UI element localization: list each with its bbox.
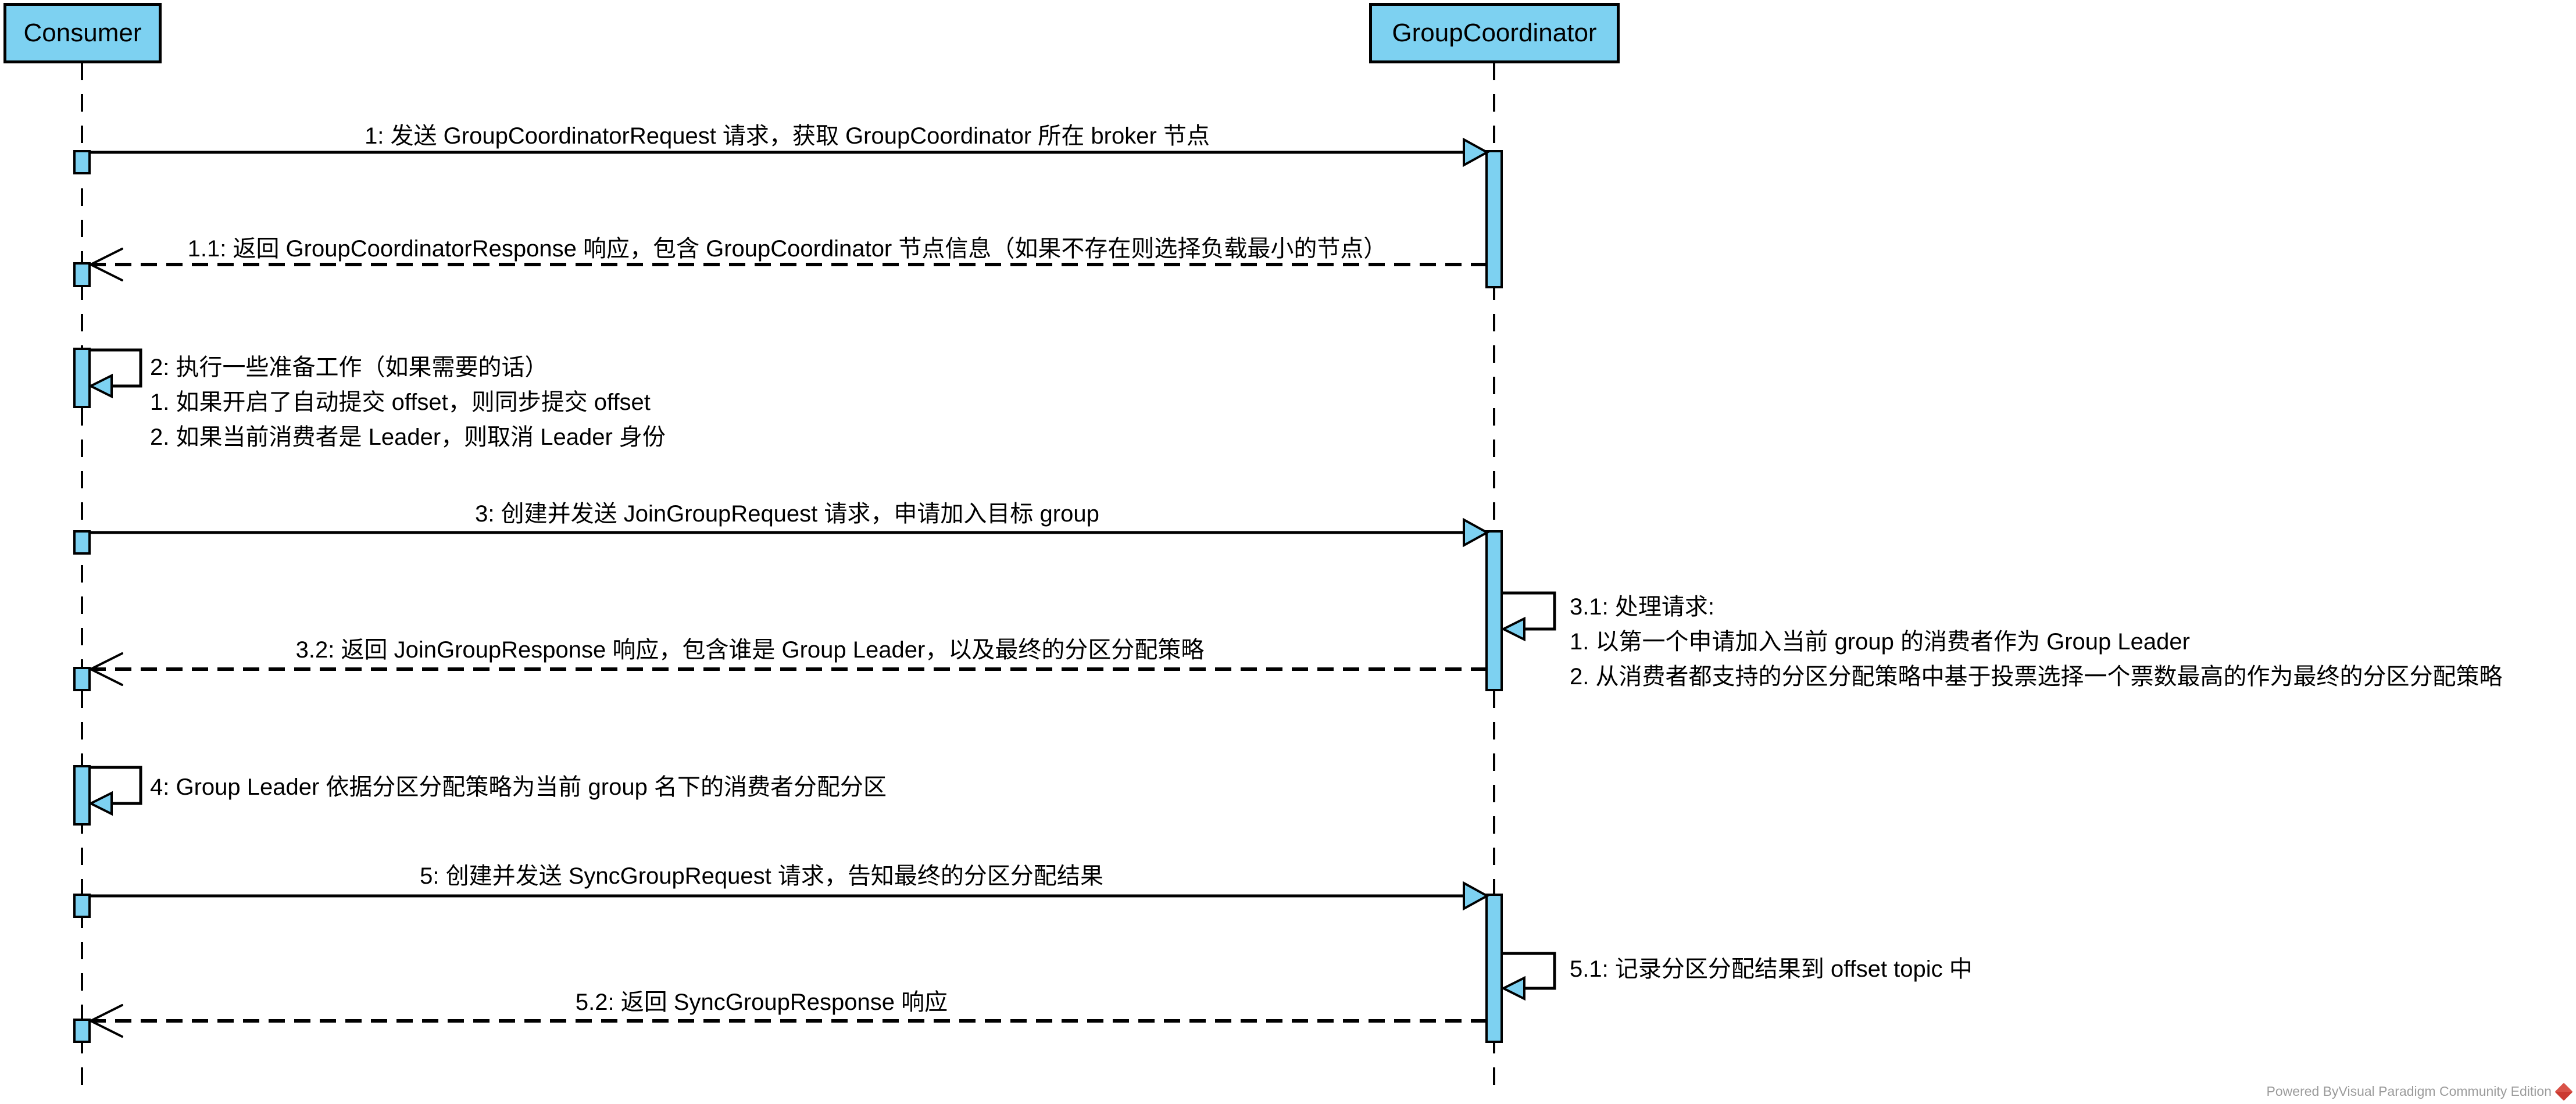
- activation-bar: [1485, 150, 1503, 288]
- message-1-label: 1: 发送 GroupCoordinatorRequest 请求，获取 Grou…: [365, 123, 1210, 149]
- message-2-line-3: 2. 如果当前消费者是 Leader，则取消 Leader 身份: [150, 424, 666, 450]
- message-3-1-line-3: 2. 从消费者都支持的分区分配策略中基于投票选择一个票数最高的作为最终的分区分配…: [1570, 664, 2503, 689]
- watermark-text: Powered ByVisual Paradigm Community Edit…: [2266, 1084, 2552, 1099]
- message-4-label: 4: Group Leader 依据分区分配策略为当前 group 名下的消费者…: [150, 774, 887, 800]
- activation-bar: [1485, 530, 1503, 691]
- message-2-self-loop: [90, 348, 142, 388]
- message-2-line-2: 1. 如果开启了自动提交 offset，则同步提交 offset: [150, 390, 651, 415]
- open-arrowhead-icon: [88, 1004, 123, 1038]
- message-3-1-line-2: 1. 以第一个申请加入当前 group 的消费者作为 Group Leader: [1570, 629, 2190, 655]
- message-5-label: 5: 创建并发送 SyncGroupRequest 请求，告知最终的分区分配结果: [420, 863, 1103, 889]
- activation-bar: [73, 150, 91, 174]
- actor-groupcoordinator: GroupCoordinator: [1369, 3, 1620, 63]
- message-2-label: 2: 执行一些准备工作（如果需要的话） 1. 如果开启了自动提交 offset，…: [150, 350, 666, 455]
- activation-bar: [73, 530, 91, 555]
- self-arrowhead-icon: [1500, 616, 1525, 642]
- self-arrowhead-icon: [1500, 976, 1525, 1001]
- activation-bar: [73, 765, 91, 826]
- message-4-self-loop: [90, 766, 142, 805]
- self-arrowhead-icon: [88, 791, 113, 816]
- solid-arrowhead-icon: [1463, 881, 1490, 911]
- activation-bar: [73, 1019, 91, 1043]
- watermark: Powered ByVisual Paradigm Community Edit…: [2266, 1082, 2573, 1101]
- activation-bar: [73, 262, 91, 287]
- open-arrowhead-icon: [88, 652, 123, 686]
- activation-bar: [1485, 894, 1503, 1043]
- solid-arrowhead-icon: [1463, 517, 1490, 548]
- message-2-line-1: 2: 执行一些准备工作（如果需要的话）: [150, 355, 548, 380]
- visual-paradigm-logo-icon: [2554, 1082, 2573, 1101]
- activation-bar: [73, 894, 91, 918]
- message-5-1-label: 5.1: 记录分区分配结果到 offset topic 中: [1570, 956, 1973, 982]
- message-3-2-label: 3.2: 返回 JoinGroupResponse 响应，包含谁是 Group …: [295, 637, 1205, 663]
- message-3-label: 3: 创建并发送 JoinGroupRequest 请求，申请加入目标 grou…: [475, 501, 1099, 527]
- open-arrowhead-icon: [88, 248, 123, 281]
- actor-groupcoordinator-label: GroupCoordinator: [1392, 19, 1597, 47]
- activation-bar: [73, 667, 91, 691]
- message-5-2-label: 5.2: 返回 SyncGroupResponse 响应: [575, 989, 948, 1015]
- actor-consumer: Consumer: [3, 3, 162, 63]
- actor-consumer-label: Consumer: [23, 19, 142, 47]
- message-3-1-line-1: 3.1: 处理请求:: [1570, 594, 1714, 620]
- self-arrowhead-icon: [88, 373, 113, 399]
- message-1-1-label: 1.1: 返回 GroupCoordinatorResponse 响应，包含 G…: [187, 236, 1387, 262]
- activation-bar: [73, 348, 91, 408]
- message-3-1-self-loop: [1503, 591, 1556, 631]
- message-3-1-label: 3.1: 处理请求: 1. 以第一个申请加入当前 group 的消费者作为 Gr…: [1570, 589, 2502, 694]
- message-5-1-self-loop: [1503, 952, 1556, 990]
- solid-arrowhead-icon: [1463, 137, 1490, 167]
